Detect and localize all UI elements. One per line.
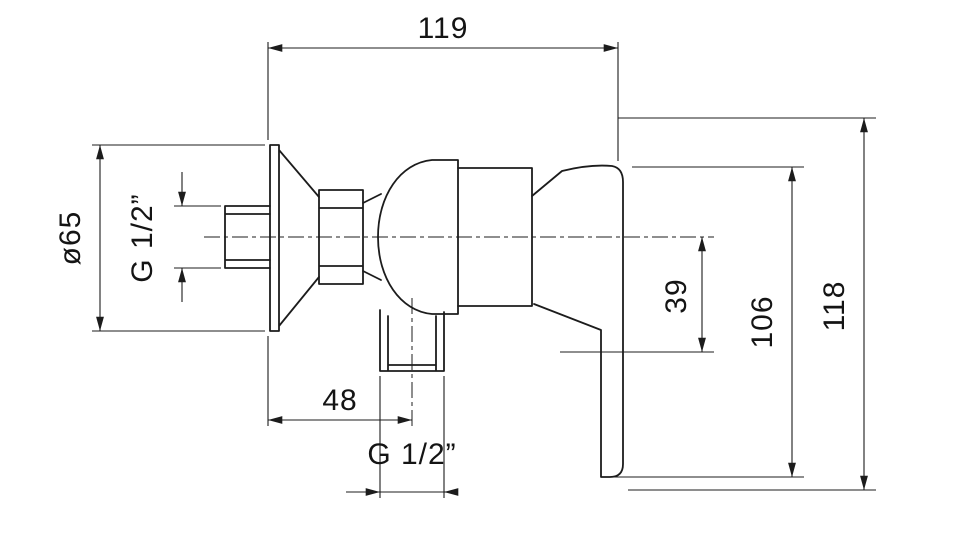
- dim-label-106: 106: [746, 295, 779, 348]
- valve-body: [377, 159, 459, 315]
- dim-119-width: [267, 42, 619, 161]
- centerlines: [204, 236, 714, 428]
- dim-48: [267, 336, 412, 426]
- nut-body-adapter: [362, 193, 382, 281]
- dim-label-118: 118: [818, 281, 851, 332]
- dim-label-39: 39: [660, 278, 693, 313]
- dim-label-48: 48: [322, 384, 357, 417]
- dimension-labels: 119 ø65 G 1/2” 39 106 118 48 G 1/2”: [54, 12, 851, 471]
- dim-label-inlet-thread: G 1/2”: [126, 193, 159, 282]
- wall-flange: [269, 144, 320, 332]
- dim-label-outlet-thread: G 1/2”: [367, 438, 456, 471]
- dim-inlet-thread: [174, 172, 221, 302]
- dim-65-flange-diameter: [92, 144, 265, 332]
- dim-106: [614, 166, 804, 478]
- dim-39: [560, 237, 714, 353]
- dim-outlet-thread: [346, 376, 459, 498]
- dim-118: [618, 117, 876, 491]
- dim-label-flange-diameter: ø65: [54, 211, 87, 266]
- dimension-lines: [92, 42, 876, 498]
- dim-label-119: 119: [418, 12, 469, 45]
- bottom-outlet: [379, 309, 445, 372]
- lever-handle: [531, 164, 624, 478]
- faucet-outline: [224, 144, 624, 478]
